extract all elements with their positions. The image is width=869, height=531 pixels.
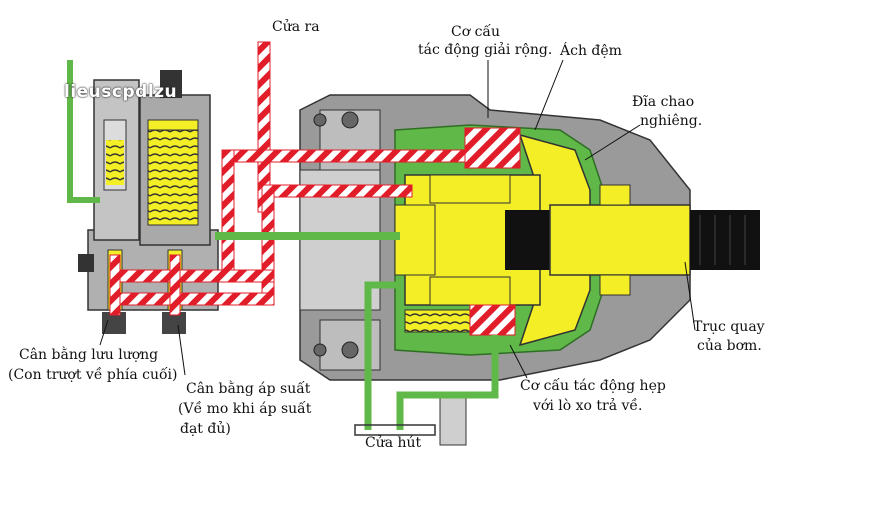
suction-line [364, 281, 499, 430]
label-swash-plate-1: Đĩa chao [632, 94, 695, 110]
leader-lines [99, 59, 696, 379]
inlet-bracket [354, 424, 436, 436]
label-flow-comp-2: (Con trượt về phía cuối) [8, 367, 178, 383]
label-large-actuator-1: Cơ cấu [451, 24, 501, 40]
rotating-group [394, 133, 760, 347]
label-pressure-comp-3: đạt đủ) [180, 421, 231, 437]
label-shaft-2: của bơm. [697, 338, 762, 354]
label-swash-plate-2: nghiêng. [640, 113, 703, 129]
label-large-actuator-2: tác động giải rộng. [418, 42, 553, 58]
compensator-block [78, 70, 219, 334]
label-flow-comp-1: Cân bằng lưu lượng [19, 347, 159, 363]
watermark: lieuscpdlzu [64, 82, 178, 102]
label-damper: Ách đệm [560, 43, 622, 59]
label-shaft-1: Trục quay [693, 319, 765, 335]
label-pressure-comp-2: (Về mo khi áp suất [178, 401, 312, 417]
label-inlet: Cửa hút [365, 435, 422, 451]
label-outlet: Cửa ra [272, 19, 320, 35]
label-small-actuator-1: Cơ cấu tác động hẹp [520, 378, 666, 394]
label-small-actuator-2: với lò xo trả về. [533, 398, 643, 414]
pilot-passage [215, 232, 400, 240]
label-pressure-comp-1: Cân bằng áp suất [186, 381, 311, 397]
pilot-line [67, 60, 100, 203]
pressure-passages [109, 41, 521, 336]
